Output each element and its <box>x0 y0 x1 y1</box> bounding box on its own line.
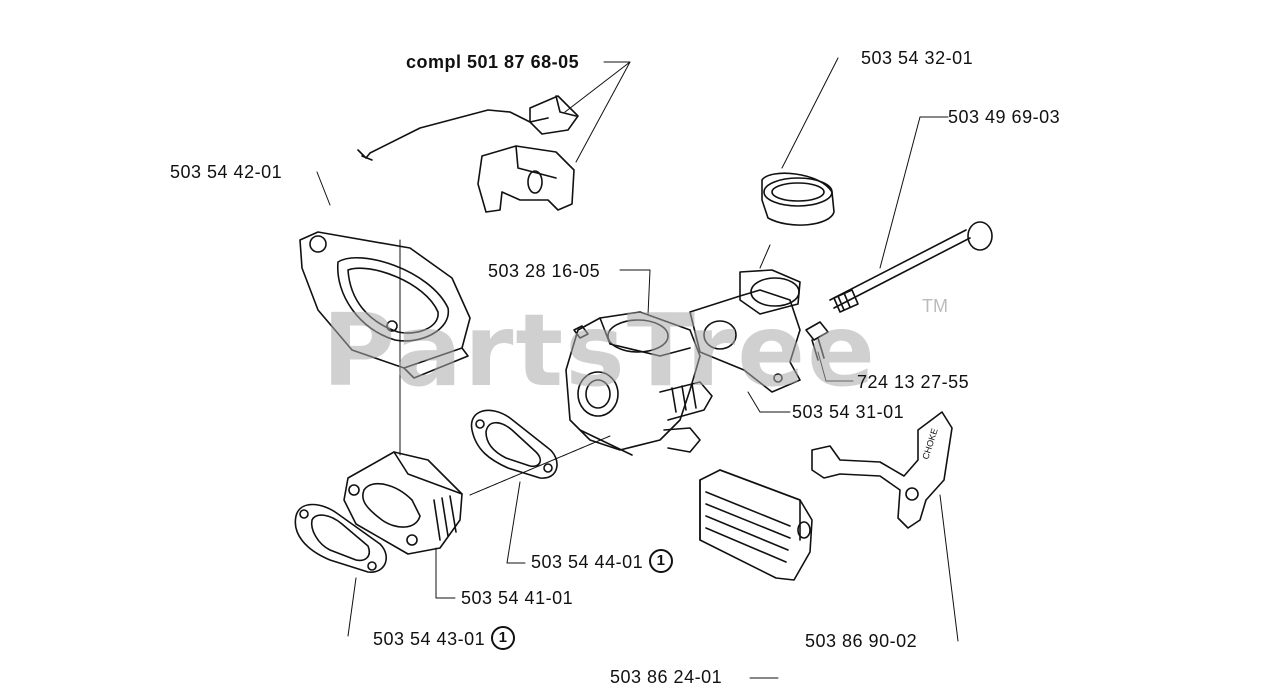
label-503-28-16-05: 503 28 16-05 <box>488 261 601 281</box>
gasket-upper-part <box>470 409 558 479</box>
intake-adapter-part <box>689 269 801 393</box>
gasket-lower-part <box>294 503 388 573</box>
label-503-86-90-02: 503 86 90-02 <box>805 631 918 651</box>
trademark-mark: TM <box>922 296 948 316</box>
choke-lever-part <box>811 411 953 529</box>
choke-rod-part <box>357 95 579 161</box>
intake-block-part <box>343 451 463 555</box>
carburetor-body-part <box>565 311 713 456</box>
note-marker: 1 <box>491 626 516 650</box>
air-filter-part <box>699 469 813 581</box>
note-marker: 1 <box>649 549 674 573</box>
label-503-54-41-01: 503 54 41-01 <box>461 588 574 608</box>
label-compl: compl 501 87 68-05 <box>406 52 580 72</box>
label-503-54-32-01: 503 54 32-01 <box>861 48 974 68</box>
watermark: PartsTree <box>322 292 877 409</box>
label-724-13-27-55: 724 13 27-55 <box>857 372 970 392</box>
label-503-54-31-01: 503 54 31-01 <box>792 402 905 422</box>
choke-shutter-part <box>477 145 575 213</box>
label-text: 503 54 44-01 <box>531 551 644 572</box>
choke-text: CHOKE <box>920 427 939 461</box>
insulator-flange-part <box>299 231 471 379</box>
small-screw-part <box>805 321 829 361</box>
label-text: 503 54 43-01 <box>373 628 486 649</box>
label-503-86-24-01: 503 86 24-01 <box>610 667 723 687</box>
long-bolt-part <box>829 221 993 313</box>
label-503-54-42-01: 503 54 42-01 <box>170 162 283 182</box>
leader-lines <box>316 57 959 679</box>
air-filter-seal-part <box>761 172 835 226</box>
label-503-49-69-03: 503 49 69-03 <box>948 107 1061 127</box>
